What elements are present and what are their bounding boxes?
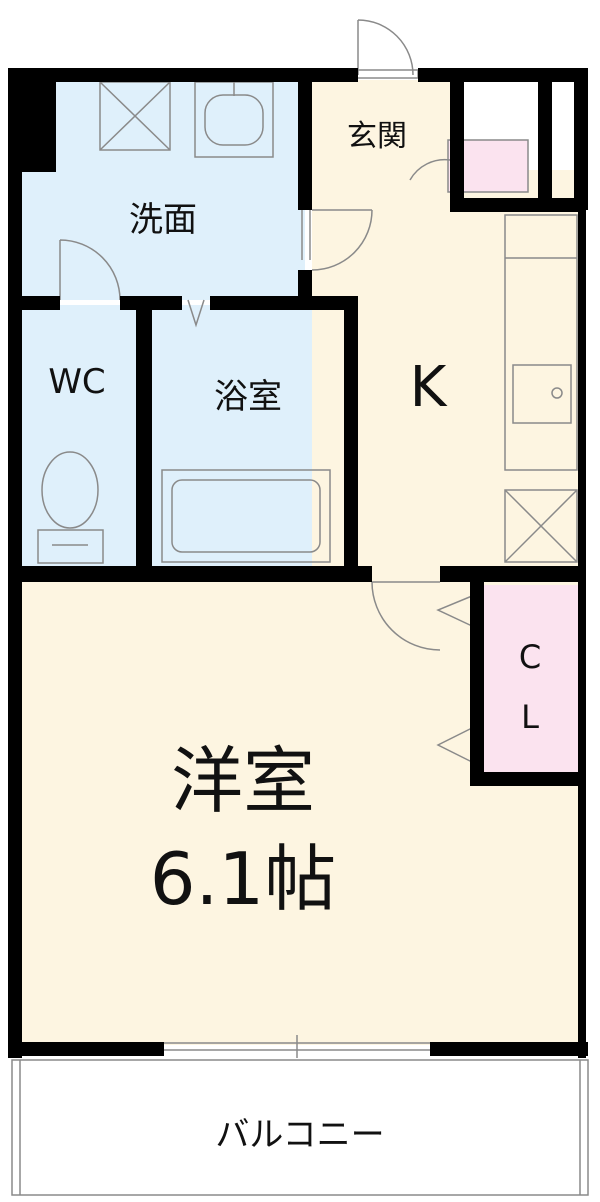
label-wc: WC	[48, 362, 105, 402]
label-entrance: 玄関	[347, 119, 407, 154]
label-bathroom: 浴室	[214, 377, 282, 417]
label-western-room: 洋室	[171, 739, 315, 823]
kitchen-sink	[512, 364, 572, 424]
label-closet-l: L	[521, 698, 539, 736]
entrance-step	[409, 158, 451, 181]
walls	[8, 68, 588, 1058]
entrance-area	[312, 80, 452, 170]
closet-area	[478, 585, 580, 773]
bathtub	[161, 469, 331, 563]
label-room-size: 6.1帖	[150, 837, 337, 921]
label-washroom: 洗面	[129, 200, 197, 240]
bathtub-inner	[171, 479, 321, 553]
bath-folding-door	[187, 299, 205, 328]
fridge-space	[504, 489, 578, 563]
front-door-swing	[357, 19, 414, 76]
fixtures	[11, 19, 589, 1196]
toilet-tank	[37, 529, 104, 564]
kitchen-drain	[551, 387, 563, 399]
label-closet-c: C	[519, 638, 541, 676]
kitchen-door-swing	[311, 209, 373, 271]
washroom-area	[20, 80, 305, 300]
label-balcony: バルコニー	[215, 1115, 384, 1155]
kitchen-counter	[504, 214, 578, 471]
closet-door-upper	[436, 595, 473, 627]
washroom-door-swing	[59, 239, 121, 301]
closet-door-lower	[436, 727, 473, 763]
balcony-railing	[11, 1059, 589, 1196]
label-kitchen: K	[410, 355, 448, 420]
toilet-bowl	[41, 451, 99, 529]
room-door-swing	[371, 581, 441, 651]
